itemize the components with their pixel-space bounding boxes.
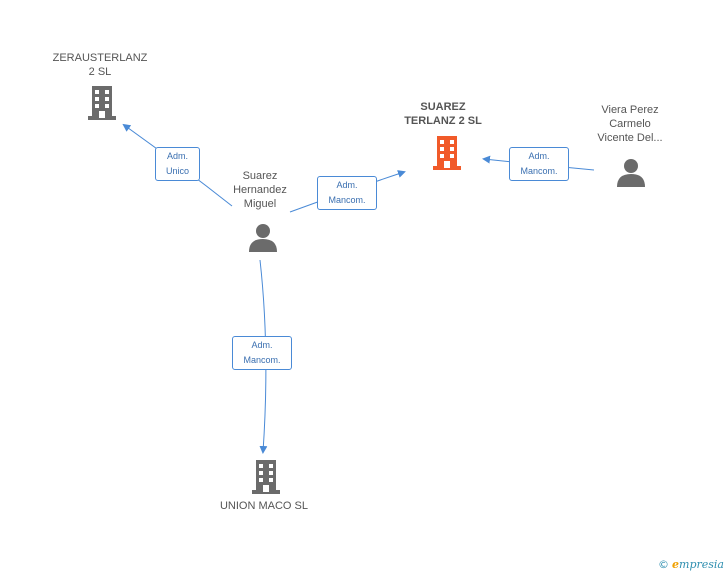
label-line: Carmelo [609,118,651,130]
brand-name: mpresia [679,558,724,571]
edge-label-line: Mancom. [328,195,366,205]
company-label-suarez-terlanz[interactable]: SUAREZ TERLANZ 2 SL [383,100,503,128]
building-icon[interactable] [86,86,118,120]
edge-label-line: Adm. [166,151,188,161]
person-label-suarez-hernandez[interactable]: Suarez Hernandez Miguel [215,169,305,211]
edge-label-line: Mancom. [243,355,281,365]
label-line: TERLANZ 2 SL [404,115,482,127]
copyright-icon: © [658,558,670,571]
label-line: UNION MACO SL [219,500,308,512]
person-label-viera[interactable]: Viera Perez Carmelo Vicente Del... [580,103,680,145]
label-line: Vicente Del... [597,132,663,144]
edge-label-line: Unico [165,166,189,176]
brand-footer[interactable]: ©empresia [658,558,724,571]
label-line: ZERAUSTERLANZ [52,52,148,64]
label-line: Suarez [242,170,278,182]
person-icon[interactable] [616,157,646,187]
edge-label-line: Adm. [336,180,358,190]
main-building-icon[interactable] [431,136,463,170]
edge-label-line: Adm. [528,151,550,161]
label-line: Viera Perez [601,104,659,116]
brand-logo-e: e [672,558,680,571]
edge-label-adm-mancom: Adm. Mancom. [509,147,569,181]
label-line: Hernandez [233,184,287,196]
building-icon[interactable] [250,460,282,494]
edge-label-adm-mancom: Adm. Mancom. [317,176,377,210]
company-label-zerausterlanz[interactable]: ZERAUSTERLANZ 2 SL [40,51,160,79]
company-label-union-maco[interactable]: UNION MACO SL [204,499,324,513]
edge-label-adm-mancom: Adm. Mancom. [232,336,292,370]
label-line: 2 SL [88,66,112,78]
edge-label-line: Mancom. [520,166,558,176]
label-line: Miguel [243,198,277,210]
edge-label-line: Adm. [251,340,273,350]
person-icon[interactable] [248,222,278,252]
label-line: SUAREZ [420,101,466,113]
edge-label-adm-unico: Adm. Unico [155,147,200,181]
